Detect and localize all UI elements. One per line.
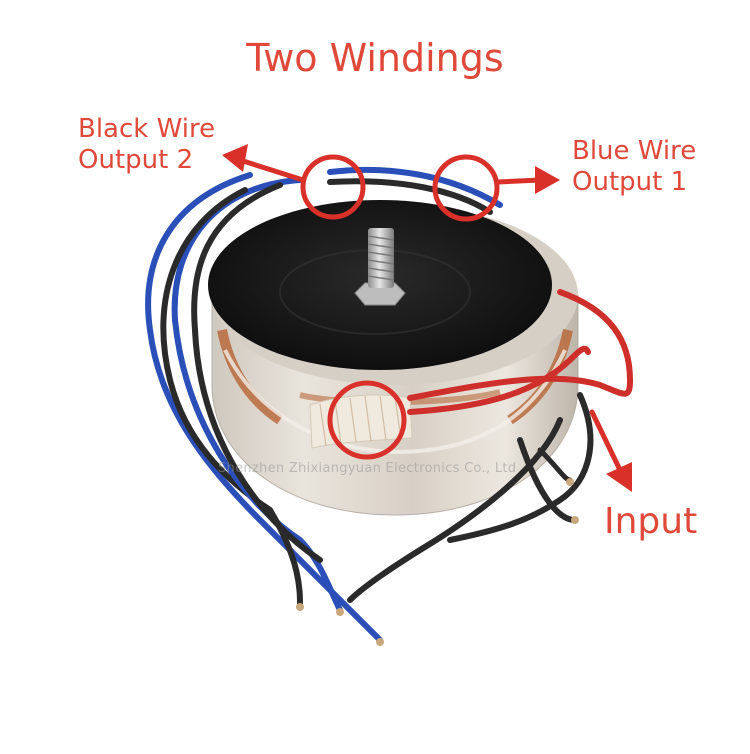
blue-wire-label-line1: Blue Wire — [572, 136, 697, 166]
blue-wire-label: Blue Wire Output 1 — [572, 136, 696, 198]
black-wire-highlight — [300, 154, 366, 220]
black-wire-back — [160, 187, 273, 513]
black-wire-back-2 — [191, 182, 283, 333]
diagram-title: Two Windings — [246, 36, 504, 80]
copper-winding-left — [217, 328, 283, 425]
blue-wire-highlight — [432, 154, 500, 222]
black-wire-arrow-shaft — [237, 157, 306, 183]
black-wire-front-2 — [192, 327, 323, 563]
blue-wire-label-line2: Output 1 — [572, 167, 688, 198]
watermark-text: Shenzhen Zhixiangyuan Electronics Co., L… — [218, 461, 517, 476]
black-wire-right-4 — [537, 447, 573, 483]
blue-wire-top-right — [327, 166, 503, 208]
wire-tips — [296, 478, 579, 646]
front-wires — [172, 317, 594, 643]
blue-wire-back — [145, 172, 263, 523]
annotation-arrows — [222, 144, 632, 492]
black-wire-label: Black Wire Output 2 — [78, 114, 215, 176]
black-wire-label-line2: Output 2 — [78, 145, 194, 176]
blue-wire-arrow-shaft — [494, 177, 543, 185]
blue-wire-arrowhead — [535, 166, 560, 194]
red-input-wires — [407, 289, 634, 415]
black-wire-top-right — [327, 178, 493, 215]
input-arrowhead — [606, 462, 632, 492]
input-label: Input — [604, 501, 698, 542]
mounting-bolt — [354, 228, 406, 306]
black-wire-right-3 — [517, 437, 578, 523]
back-wires — [145, 166, 503, 523]
annotation-circles — [300, 154, 500, 460]
black-wire-label-line1: Black Wire — [78, 114, 216, 144]
black-wire-right-1 — [347, 417, 563, 603]
black-wire-right-2 — [447, 392, 594, 543]
blue-wire-front — [257, 517, 383, 643]
input-arrow-shaft — [589, 409, 623, 473]
black-wire-arrowhead — [222, 144, 248, 172]
input-highlight — [327, 380, 407, 460]
